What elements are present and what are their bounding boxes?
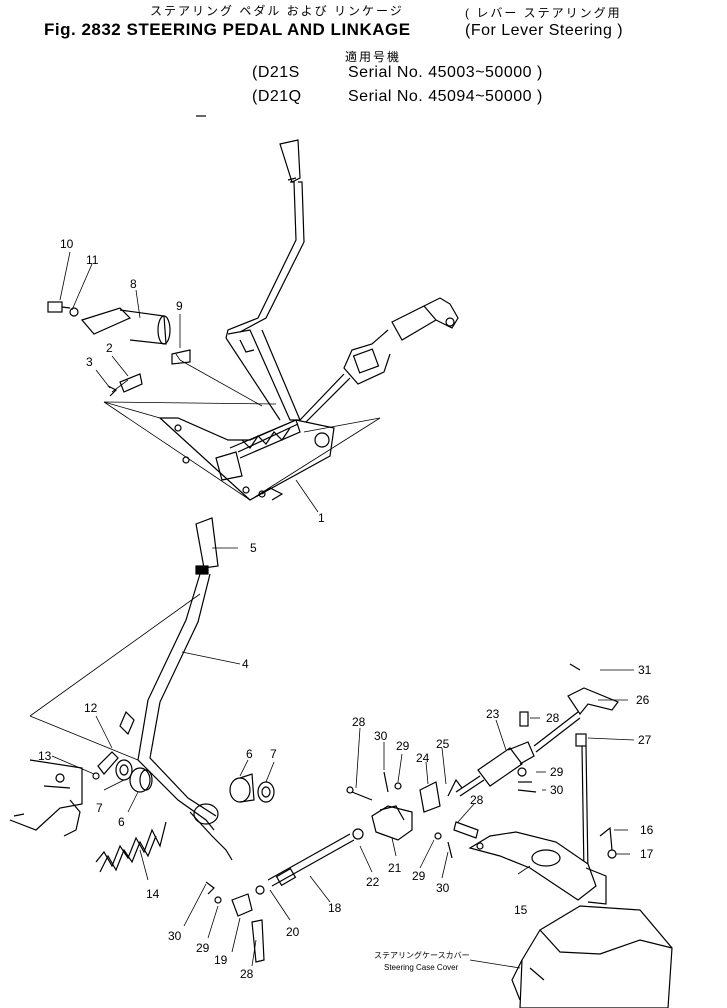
lower-steering-lever bbox=[119, 517, 233, 861]
callout-22: 22 bbox=[366, 875, 380, 889]
callout-8: 8 bbox=[130, 277, 137, 291]
steering-cylinder bbox=[455, 711, 581, 797]
callout-27: 27 bbox=[638, 733, 652, 747]
clevis-bracket bbox=[346, 771, 479, 859]
callout-25: 25 bbox=[436, 737, 450, 751]
callout-26: 26 bbox=[636, 693, 650, 707]
title-japanese: ステアリング ペダル および リンケージ bbox=[150, 4, 404, 18]
callout-30-d: 30 bbox=[168, 929, 182, 943]
variant-english: (For Lever Steering ) bbox=[465, 22, 624, 39]
callout-17: 17 bbox=[640, 847, 654, 861]
model-d21s: (D21S bbox=[252, 64, 300, 81]
callout-23: 23 bbox=[486, 707, 500, 721]
applicable-models-label: 適用号機 bbox=[345, 50, 402, 64]
upper-link-cylinder bbox=[299, 297, 459, 425]
lower-rod-linkage bbox=[205, 828, 364, 963]
return-spring bbox=[95, 821, 167, 873]
callout-labels: 1 2 3 4 5 6 6 7 7 8 9 10 11 12 13 14 15 … bbox=[38, 237, 654, 981]
callout-19: 19 bbox=[214, 953, 228, 967]
callout-16: 16 bbox=[640, 823, 654, 837]
callout-18: 18 bbox=[328, 901, 342, 915]
steering-case-cover bbox=[511, 905, 673, 1008]
callout-7-right: 7 bbox=[270, 747, 277, 761]
callout-14: 14 bbox=[146, 887, 160, 901]
bushings-and-seals bbox=[92, 751, 275, 803]
figure-title: Fig. 2832 STEERING PEDAL AND LINKAGE bbox=[44, 20, 411, 39]
callout-20: 20 bbox=[286, 925, 300, 939]
lever-bracket bbox=[468, 826, 617, 905]
callout-31: 31 bbox=[638, 663, 652, 677]
callout-13: 13 bbox=[38, 749, 52, 763]
callout-10: 10 bbox=[60, 237, 74, 251]
callout-15: 15 bbox=[514, 903, 528, 917]
callout-4: 4 bbox=[242, 657, 249, 671]
callout-6-right: 6 bbox=[246, 747, 253, 761]
callout-21: 21 bbox=[388, 861, 402, 875]
callout-28-c: 28 bbox=[470, 793, 484, 807]
callout-28-d: 28 bbox=[240, 967, 254, 981]
upper-steering-lever bbox=[225, 139, 305, 421]
drawing-lines bbox=[9, 115, 673, 1008]
callout-12: 12 bbox=[84, 701, 98, 715]
lower-leader-lines bbox=[29, 547, 635, 969]
callout-1: 1 bbox=[318, 511, 325, 525]
variant-japanese: ( レバー ステアリング用 bbox=[465, 6, 622, 20]
lower-left-frame bbox=[9, 759, 83, 837]
callout-28-a: 28 bbox=[352, 715, 366, 729]
callout-11: 11 bbox=[86, 253, 99, 267]
case-cover-caption: ステアリングケースカバー Steering Case Cover bbox=[374, 950, 470, 972]
callout-29-d: 29 bbox=[196, 941, 210, 955]
upper-bracket-plate bbox=[158, 417, 335, 501]
callout-30-a: 30 bbox=[374, 729, 388, 743]
callout-28-b: 28 bbox=[546, 711, 560, 725]
callout-7-left: 7 bbox=[96, 801, 103, 815]
callout-2: 2 bbox=[106, 341, 113, 355]
callout-30-c: 30 bbox=[436, 881, 450, 895]
upper-leader-lines bbox=[59, 251, 381, 513]
callout-29-c: 29 bbox=[412, 869, 426, 883]
case-cover-label-jp: ステアリングケースカバー bbox=[374, 950, 470, 960]
callout-3: 3 bbox=[86, 355, 93, 369]
model-d21q: (D21Q bbox=[252, 88, 302, 105]
serial-range-d21q: Serial No. 45094~50000 ) bbox=[348, 88, 543, 105]
case-cover-label-en: Steering Case Cover bbox=[384, 963, 459, 972]
callout-29-b: 29 bbox=[550, 765, 564, 779]
serial-range-d21s: Serial No. 45003~50000 ) bbox=[348, 64, 543, 81]
callout-24: 24 bbox=[416, 751, 430, 765]
callout-6-left: 6 bbox=[118, 815, 125, 829]
upper-hardware bbox=[47, 301, 191, 397]
callout-9: 9 bbox=[176, 299, 183, 313]
callout-29-a: 29 bbox=[396, 739, 410, 753]
callout-5: 5 bbox=[250, 541, 257, 555]
bell-crank bbox=[519, 663, 619, 875]
callout-30-b: 30 bbox=[550, 783, 564, 797]
